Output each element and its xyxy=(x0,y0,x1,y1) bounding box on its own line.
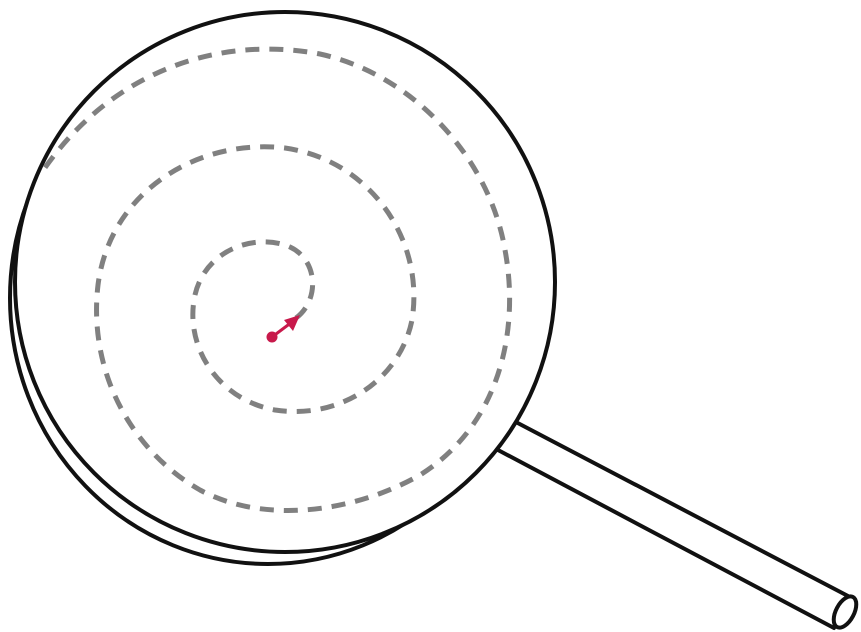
start-dot-icon xyxy=(267,332,278,343)
pan-handle xyxy=(498,420,861,631)
pan-handle-body xyxy=(498,420,848,628)
